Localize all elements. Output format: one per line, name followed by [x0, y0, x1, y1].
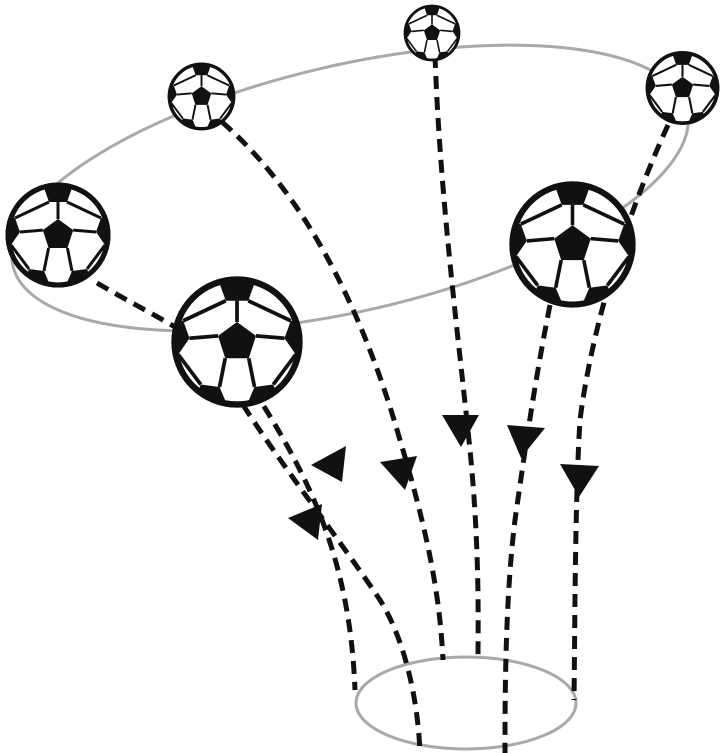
bottom-ring [356, 657, 576, 749]
arrowhead-icon [560, 464, 599, 497]
soccer-ball-icon [503, 175, 642, 314]
soccer-ball-icon [164, 59, 239, 134]
trajectory-path-5 [505, 305, 550, 753]
soccer-ball-icon [401, 2, 463, 64]
arrowhead-icon [311, 446, 346, 482]
arrowhead-icon [288, 504, 322, 540]
arrowhead-icon [442, 415, 479, 447]
soccer-ball-icon [165, 270, 310, 415]
trajectory-path-4 [435, 55, 478, 655]
soccer-ball-icon [642, 47, 721, 128]
